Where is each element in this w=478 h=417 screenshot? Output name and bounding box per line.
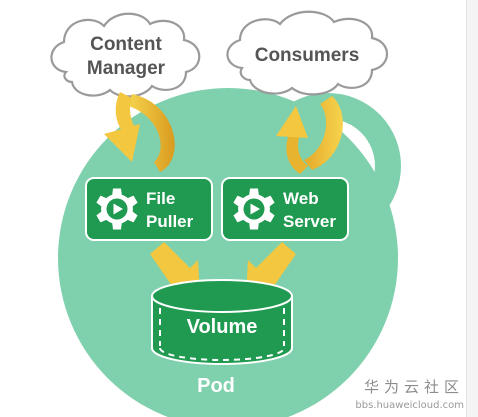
volume-cylinder	[151, 279, 293, 365]
consumers-cloud	[226, 10, 388, 96]
web-server-gear-icon	[233, 188, 275, 230]
content-manager-label-line2: Manager	[87, 58, 166, 79]
watermark-url: bbs.huaweicloud.com	[355, 400, 464, 411]
right-margin-line	[466, 0, 467, 417]
content-manager-cloud	[50, 12, 201, 98]
content-manager-label-line1: Content	[90, 34, 162, 55]
watermark-site-name: 华为云社区	[363, 378, 464, 396]
file-puller-label-line1: File	[146, 189, 175, 208]
server-to-consumers-arrow	[276, 96, 343, 174]
right-margin-strip	[466, 0, 478, 417]
web-server-container: Web Server	[221, 177, 349, 241]
consumers-label: Consumers	[255, 45, 360, 66]
file-puller-container: File Puller	[85, 177, 213, 241]
pod-label: Pod	[197, 375, 235, 397]
volume-label: Volume	[187, 316, 258, 338]
file-puller-label-line2: Puller	[146, 212, 194, 231]
web-server-label-line2: Server	[283, 212, 336, 231]
web-server-label-line1: Web	[283, 189, 319, 208]
content-to-puller-arrow	[104, 92, 175, 172]
file-puller-gear-icon	[96, 188, 138, 230]
